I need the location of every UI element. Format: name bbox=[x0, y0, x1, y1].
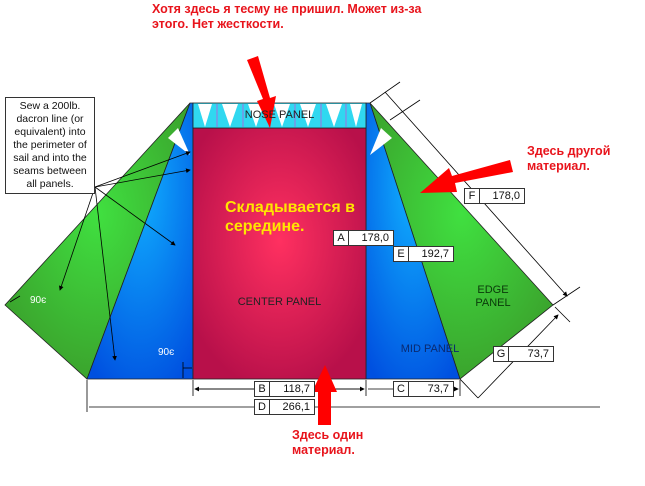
center-panel bbox=[192, 127, 367, 380]
dim-key: C bbox=[394, 382, 409, 396]
dim-key: E bbox=[394, 247, 409, 261]
dim-value: 73,7 bbox=[427, 383, 449, 395]
center-note: Складывается в середине. bbox=[225, 199, 355, 235]
dimension-g: G 73,7 bbox=[493, 346, 554, 362]
angle-left: 90є bbox=[30, 295, 47, 306]
red-arrows bbox=[247, 56, 513, 425]
dim-key: G bbox=[494, 347, 509, 361]
dimension-f: F 178,0 bbox=[464, 188, 525, 204]
dim-value: 266,1 bbox=[282, 401, 310, 413]
dim-key: B bbox=[255, 382, 270, 396]
dimension-d: D 266,1 bbox=[254, 399, 315, 415]
sew-note-box: Sew a 200lb. dacron line (or equivalent)… bbox=[5, 97, 95, 194]
dimension-b: B 118,7 bbox=[254, 381, 315, 397]
dim-value: 192,7 bbox=[421, 248, 449, 260]
dim-value: 73,7 bbox=[527, 348, 549, 360]
right-arrow bbox=[420, 160, 513, 193]
dim-key: D bbox=[255, 400, 270, 414]
top-note: Хотя здесь я тесму не пришил. Может из-з… bbox=[152, 2, 422, 31]
right-note: Здесь другой материал. bbox=[527, 144, 611, 173]
angle-bottom: 90є bbox=[158, 347, 175, 358]
dim-value: 118,7 bbox=[283, 383, 310, 395]
center-panel-label: CENTER PANEL bbox=[237, 296, 322, 308]
dim-value: 178,0 bbox=[361, 232, 389, 244]
top-arrow bbox=[247, 56, 276, 128]
bottom-arrow bbox=[312, 365, 337, 425]
dim-value: 178,0 bbox=[492, 190, 520, 202]
bottom-note: Здесь один материал. bbox=[292, 428, 364, 457]
dim-key: A bbox=[334, 231, 349, 245]
dimension-a: A 178,0 bbox=[333, 230, 394, 246]
mid-panel-label: MID PANEL bbox=[400, 343, 460, 355]
dimension-c: C 73,7 bbox=[393, 381, 454, 397]
dim-key: F bbox=[465, 189, 480, 203]
nose-panel-label: NOSE PANEL bbox=[244, 109, 315, 121]
edge-panel-label: EDGE PANEL bbox=[475, 284, 511, 309]
dimension-e: E 192,7 bbox=[393, 246, 454, 262]
